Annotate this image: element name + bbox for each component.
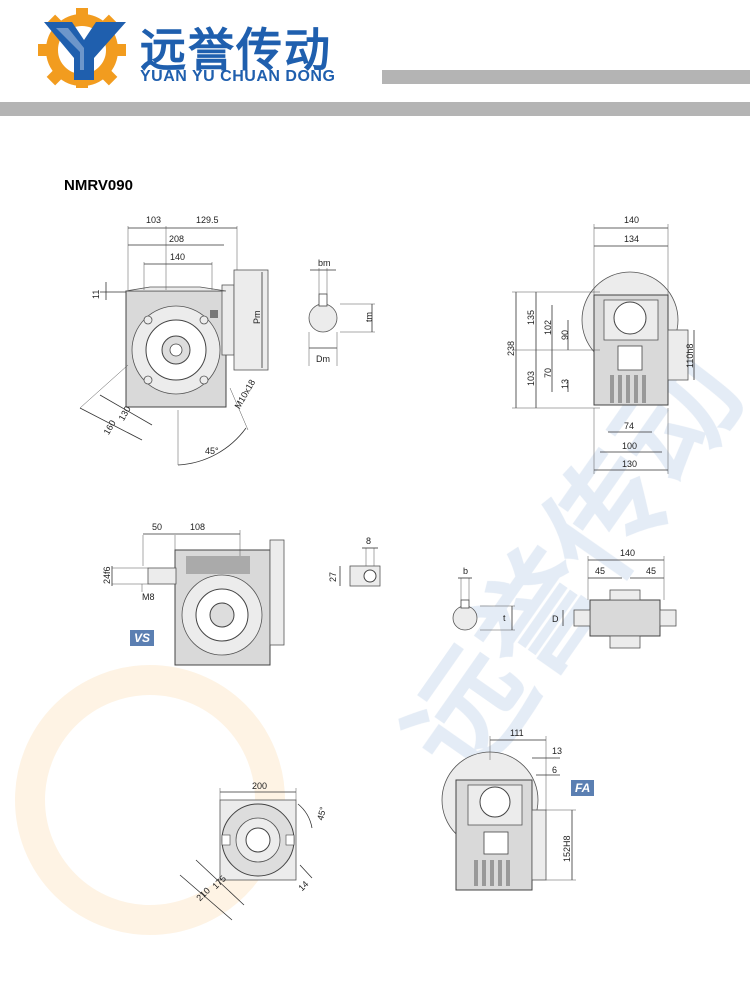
model-title: NMRV090	[64, 177, 133, 194]
brand-name-en: YUAN YU CHUAN DONG	[140, 68, 336, 85]
dim-14: 14	[296, 879, 310, 893]
dim-90: 90	[560, 330, 570, 340]
dim-50: 50	[152, 522, 162, 532]
dim-top-140: 140	[620, 548, 635, 558]
vs-view	[111, 530, 285, 666]
dim-top-45-left: 45	[595, 566, 605, 576]
dim-t: t	[503, 613, 506, 623]
dim-111: 111	[510, 728, 524, 738]
dim-140: 140	[170, 252, 185, 262]
fa-badge: FA	[571, 780, 595, 796]
dim-b: b	[463, 566, 468, 576]
dim-135: 135	[526, 310, 536, 325]
dim-103: 103	[146, 215, 161, 225]
dim-208: 208	[169, 234, 184, 244]
dim-110h8: 110h8	[685, 344, 695, 368]
fa-view	[441, 736, 576, 891]
front-view	[512, 224, 695, 474]
dim-d: D	[552, 614, 559, 624]
dim-129-5: 129.5	[196, 215, 219, 225]
dim-11: 11	[91, 290, 101, 299]
header-divider-short	[382, 70, 750, 84]
dim-tm: tm	[364, 312, 374, 322]
vs-badge: VS	[130, 630, 155, 646]
dim-fa-13: 13	[552, 746, 562, 756]
dim-front-130: 130	[622, 459, 637, 469]
dim-100: 100	[622, 441, 637, 451]
brand-name-cn: 远誉传动	[140, 23, 332, 77]
dim-74: 74	[624, 421, 634, 431]
dim-13-front: 13	[560, 379, 570, 389]
dim-238: 238	[506, 341, 516, 356]
flange-plate-view	[179, 788, 313, 921]
dim-bm: bm	[318, 258, 331, 268]
bore-view	[452, 577, 515, 631]
dim-70: 70	[543, 368, 553, 378]
dim-8: 8	[366, 536, 371, 546]
dim-27: 27	[328, 572, 338, 582]
dim-top-45-right: 45	[646, 566, 656, 576]
dim-m10x18: M10x18	[233, 378, 258, 411]
dim-200: 200	[252, 781, 267, 791]
main-view	[79, 226, 269, 466]
dim-160-diag: 160	[102, 418, 118, 436]
dim-fa-6: 6	[552, 765, 557, 775]
dim-108: 108	[190, 522, 205, 532]
dim-pm: Pm	[252, 311, 262, 325]
dim-front-140: 140	[624, 215, 639, 225]
gear-logo-icon	[38, 8, 126, 88]
top-view	[562, 556, 677, 649]
header-divider	[0, 102, 750, 116]
dim-dm: Dm	[316, 354, 330, 364]
dim-152h8: 152H8	[562, 835, 572, 862]
dim-m8: M8	[142, 592, 155, 602]
dim-24f6: 24f6	[102, 566, 112, 584]
key-view	[339, 547, 381, 587]
dim-45-angle: 45°	[205, 446, 219, 456]
dim-front-134: 134	[624, 234, 639, 244]
svg-text:远誉传动: 远誉传动	[380, 329, 750, 802]
shaft-section-view	[308, 268, 375, 366]
dim-plate-45: 45°	[315, 805, 328, 821]
header: 远誉传动 YUAN YU CHUAN DONG	[0, 0, 750, 120]
dim-102: 102	[543, 320, 553, 335]
dim-103-front: 103	[526, 371, 536, 386]
